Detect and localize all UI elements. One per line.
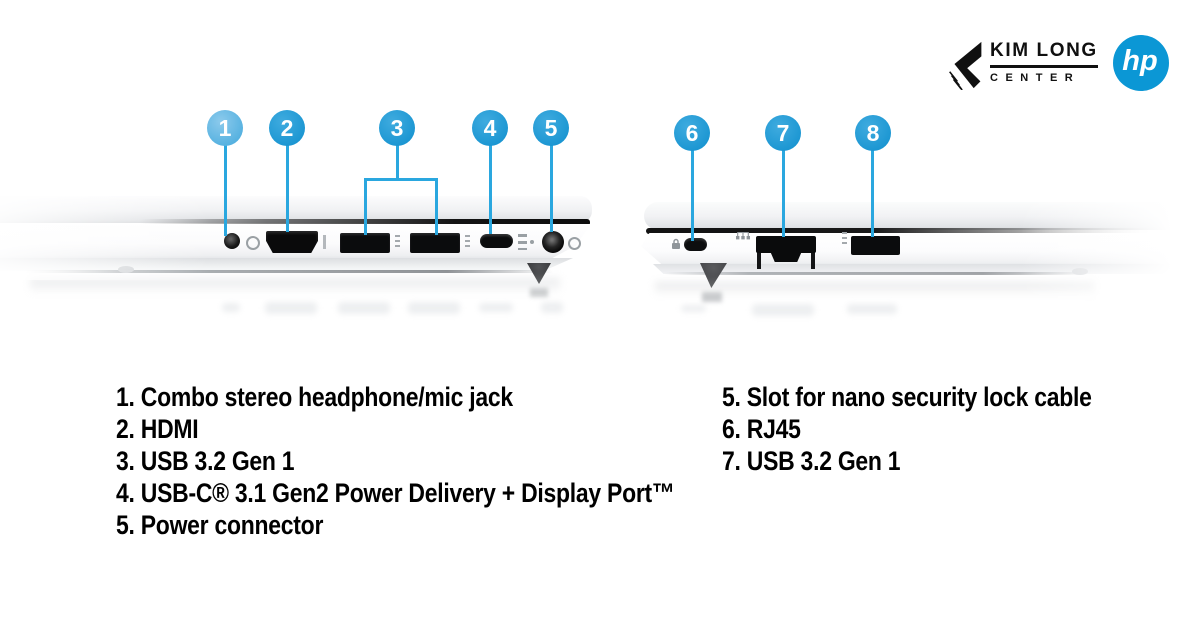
leader-line-3-right [435,178,438,235]
foot-reflection [530,288,548,297]
left-laptop-fade [0,192,210,280]
right-laptop-fade [1020,196,1200,308]
hp-logo-text: hp [1122,44,1158,77]
hp-logo-circle: hp [1113,35,1169,91]
legend-item: 3. USB 3.2 Gen 1 [116,446,295,476]
headphone-jack-port [224,233,240,249]
reflection-blob [222,303,240,312]
callout-3: 3 [379,110,415,146]
legend-item: 7. USB 3.2 Gen 1 [722,446,901,476]
reflection-blob [541,302,563,313]
callout-5: 5 [533,110,569,146]
reflection-blob [479,303,513,312]
legend-item: 5. Slot for nano security lock cable [722,382,1092,412]
callout-6: 6 [674,115,710,151]
leader-line-3-stem [396,144,399,180]
rj45-port [756,236,816,253]
usb-c-dot-icon [530,240,534,244]
kim-long-arrow-icon [949,41,982,90]
legend-right-column: 5. Slot for nano security lock cable 6. … [722,381,1092,477]
reflection-blob [408,302,460,314]
leader-line-8 [871,149,874,237]
lock-icon [672,238,680,249]
nano-security-lock-slot [684,238,707,251]
callout-2: 2 [269,110,305,146]
usb-a-port-2 [410,233,460,253]
reflection-blob [752,304,814,316]
legend-item: 1. Combo stereo headphone/mic jack [116,382,513,412]
foot-reflection [702,292,722,302]
left-laptop-bottom-edge [25,270,553,273]
reflection-blob [681,305,706,312]
kim-long-rule [990,65,1098,68]
right-laptop-hinge-gap [646,228,1151,234]
usb-c-icons [518,234,527,250]
right-laptop-underside [653,264,1178,274]
usb-icon [842,232,847,247]
left-laptop-reflection [30,278,560,294]
usb-a-port-1 [340,233,390,253]
legend-left-column: 1. Combo stereo headphone/mic jack 2. HD… [116,381,675,541]
rj45-jaw-leg-left [757,250,761,269]
kim-long-name: KIM LONG [990,40,1098,61]
callout-1: 1 [207,110,243,146]
legend-item: 4. USB-C® 3.1 Gen2 Power Delivery + Disp… [116,478,675,508]
hdmi-label-tick [323,235,326,249]
reflection-blob [265,302,317,314]
power-icon [568,237,581,250]
power-connector-port [542,231,564,253]
ethernet-icon [736,231,750,240]
leader-line-1 [224,144,227,236]
usb-a-port-3 [851,236,900,255]
leader-line-5 [550,144,553,232]
right-laptop-reflection [655,282,1095,296]
usb-icon [395,235,400,250]
callout-7: 7 [765,115,801,151]
leader-line-3-bracket [364,178,438,181]
right-laptop-bottom-edge [664,272,1089,275]
legend-item: 5. Power connector [116,510,324,540]
callout-8: 8 [855,115,891,151]
leader-line-6 [691,149,694,241]
usb-c-port [480,234,513,248]
leader-line-4 [489,144,492,234]
legend-item: 2. HDMI [116,414,199,444]
rj45-drop-jaw [770,251,802,262]
reflection-blob [847,304,897,314]
rj45-jaw-leg-right [811,250,815,269]
legend-item: 6. RJ45 [722,414,801,444]
leader-line-3-left [364,178,367,235]
kim-long-center-logo: KIM LONG CENTER [948,38,1108,90]
kim-long-sub: CENTER [990,71,1081,84]
headset-icon [246,236,260,250]
usb-icon [465,235,470,250]
leader-line-7 [782,149,785,237]
hdmi-port [266,231,318,253]
callout-4: 4 [472,110,508,146]
leader-line-2 [286,144,289,232]
reflection-blob [338,302,390,314]
